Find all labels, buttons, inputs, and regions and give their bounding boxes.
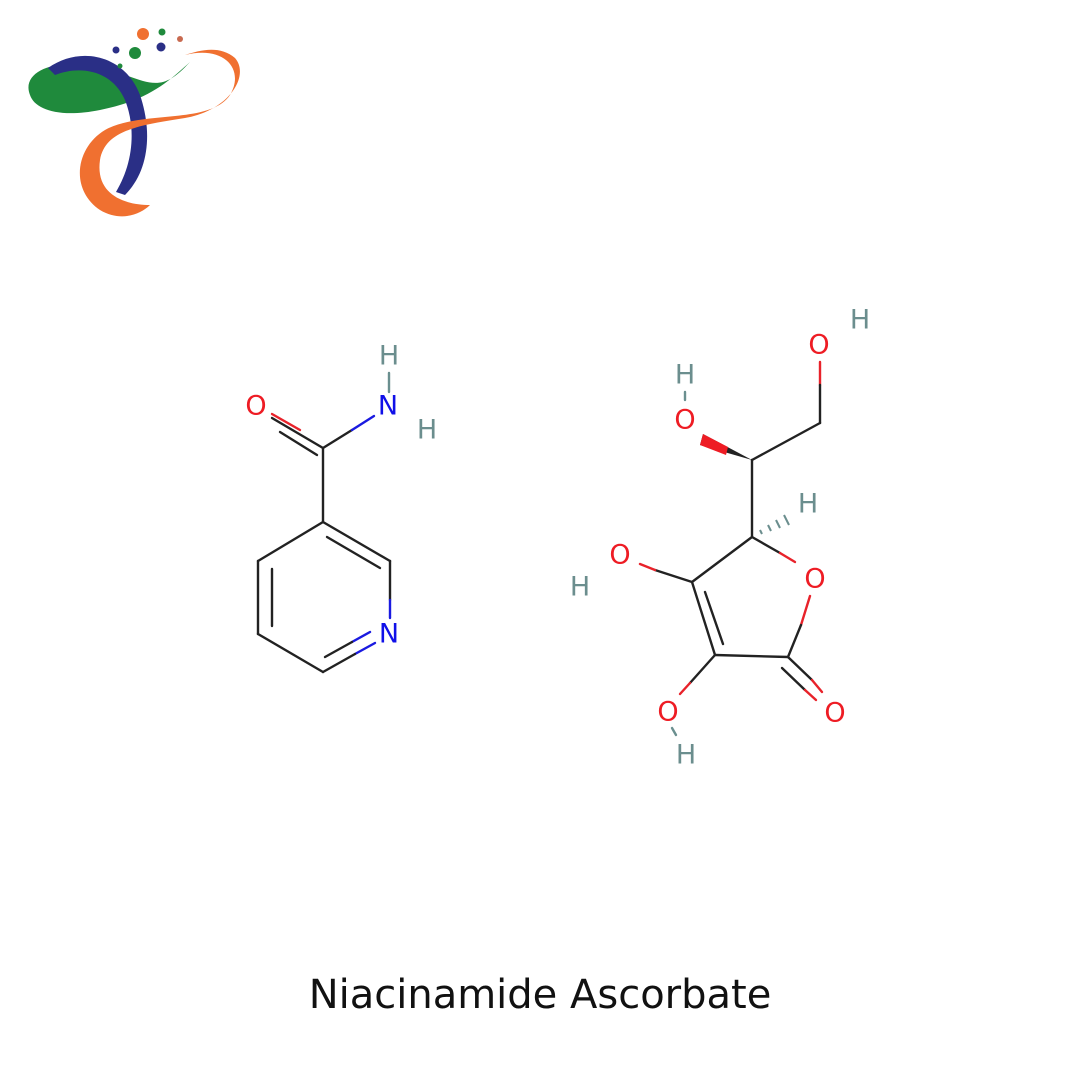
atom-nitrogen: N [379,619,399,650]
niacinamide-structure: O N H H N [245,341,437,674]
atom-hydrogen: H [570,572,590,603]
atom-oxygen: O [657,697,678,728]
atom-hydrogen: H [417,415,437,446]
atom-oxygen: O [674,405,695,436]
logo-dot [117,63,123,69]
atom-oxygen: O [804,564,825,595]
atom-oxygen: O [808,330,829,361]
atom-hydrogen: H [676,740,696,771]
wedge-bond [700,434,728,455]
atom-oxygen: O [245,391,266,422]
atom-hydrogen: H [850,305,870,336]
company-logo [28,28,240,217]
logo-dot [112,46,120,54]
logo-dot [137,28,149,40]
compound-name-caption: Niacinamide Ascorbate [308,972,772,1018]
logo-dot [158,28,166,36]
atom-nitrogen: N [378,391,398,422]
atom-oxygen: O [609,540,630,571]
atom-hydrogen: H [675,360,695,391]
atom-hydrogen: H [798,489,818,520]
atom-oxygen: O [824,698,845,729]
logo-orange-ribbon [79,49,240,217]
logo-dot [156,42,166,52]
hashed-bond [759,514,790,535]
logo-dot [177,36,183,42]
ascorbate-structure: O H O H H O O O H O H [570,305,870,771]
logo-navy-ribbon [48,55,148,195]
atom-hydrogen: H [379,341,399,372]
logo-green-ribbon [28,62,191,114]
logo-dot [129,47,141,59]
